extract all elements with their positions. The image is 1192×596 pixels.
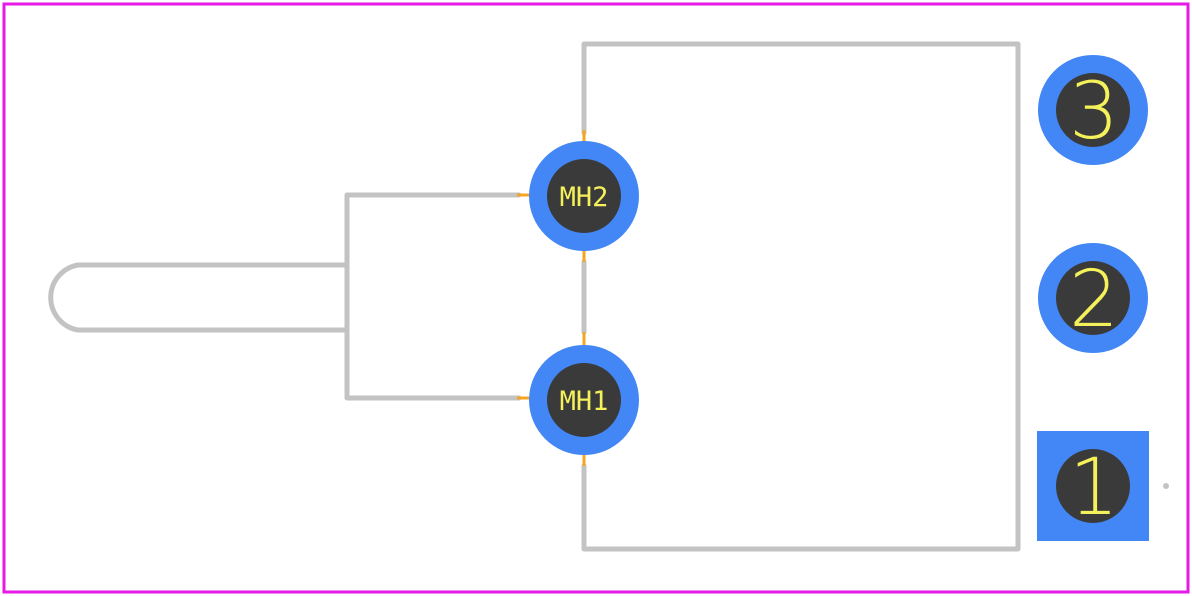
mh1-drill-hole [547, 363, 621, 437]
pad-2[interactable]: 2 [1038, 243, 1148, 353]
silkscreen-actuator-bracket [344, 192, 522, 401]
silkscreen-actuator-lever [48, 262, 350, 333]
pad2-label: 2 [1069, 255, 1119, 345]
pin1-marker-dot [1163, 483, 1169, 489]
pad2-drill-hole [1056, 261, 1130, 335]
pad3-drill-hole [1056, 73, 1130, 147]
pad3-label: 3 [1069, 67, 1119, 157]
mounting-hole-mh1[interactable]: MH1 [517, 332, 639, 466]
mh2-label: MH2 [560, 182, 609, 213]
pad-3[interactable]: 3 [1038, 55, 1148, 165]
mh1-label: MH1 [560, 386, 609, 417]
pad1-label: 1 [1069, 443, 1119, 533]
mh2-drill-hole [547, 159, 621, 233]
pad1-drill-hole [1056, 449, 1130, 523]
mounting-hole-mh2[interactable]: MH2 [517, 130, 639, 262]
silkscreen-body-outline [581, 41, 1021, 552]
pad-1[interactable]: 1 [1037, 431, 1149, 541]
